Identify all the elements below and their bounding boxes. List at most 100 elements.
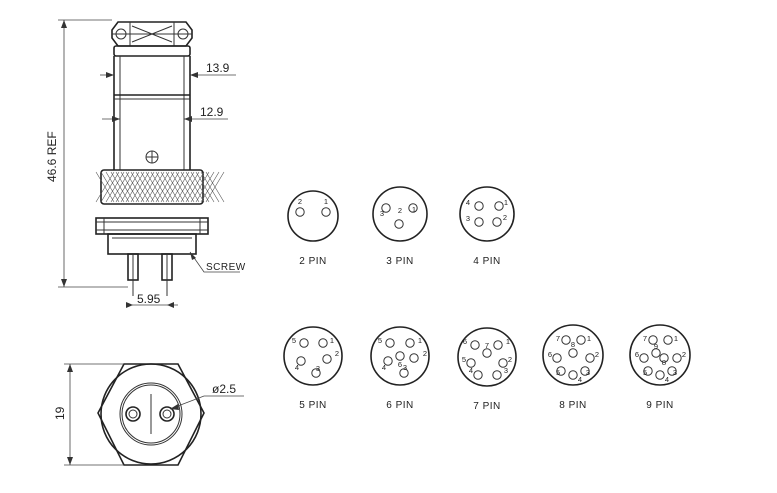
pin-layout-label: 9 PIN — [646, 400, 674, 411]
pin-number: 5 — [378, 336, 382, 345]
pin-number: 3 — [586, 368, 590, 377]
pin-layout-outline — [372, 186, 428, 242]
pin-layout-outline — [459, 186, 515, 242]
pin-hole — [498, 358, 508, 368]
dim-arrow — [190, 252, 196, 260]
pin-number: 5 — [643, 368, 647, 377]
insulator-outer — [119, 382, 183, 446]
dim-arrow — [67, 364, 73, 372]
pin-hole — [405, 338, 415, 348]
dim-arrow — [106, 72, 114, 78]
pin-hole — [385, 338, 395, 348]
knurl-line — [130, 171, 150, 203]
pin-number: 3 — [673, 368, 677, 377]
knurl-line — [165, 171, 185, 203]
front-pin-hole — [128, 409, 138, 419]
pin-number: 5 — [462, 355, 466, 364]
insulator-inner — [121, 384, 181, 444]
pin-hole — [321, 207, 331, 217]
knurl-line — [190, 171, 210, 203]
pin-hole — [482, 348, 492, 358]
screw-label: SCREW — [206, 262, 246, 273]
pin-layout-label: 7 PIN — [473, 401, 501, 412]
dim-arrow — [190, 72, 198, 78]
front-flange-circle — [100, 363, 202, 465]
knurl-pattern — [95, 171, 225, 203]
front-pin-hole — [162, 409, 172, 419]
dim-12-9-label: 12.9 — [200, 105, 224, 119]
pin-hole — [494, 201, 504, 211]
pin-number: 1 — [418, 336, 422, 345]
pin-layout-label: 6 PIN — [386, 400, 414, 411]
pin-hole — [295, 207, 305, 217]
pin-hole — [296, 356, 306, 366]
pin-number: 6 — [398, 360, 402, 369]
pin-number: 1 — [674, 334, 678, 343]
side-view: 13.9 12.9 46.6 REF SCREW 5.95 — [45, 19, 246, 308]
dim-arrow — [184, 116, 192, 122]
pin-hole — [585, 353, 595, 363]
knurl-line — [180, 171, 200, 203]
knurl-line — [205, 171, 225, 203]
pin-hole — [408, 203, 418, 213]
nut-facet-line — [131, 33, 173, 43]
pin-layout-outline — [457, 327, 517, 387]
pin-hole — [663, 335, 673, 345]
knurl-line — [195, 171, 215, 203]
pin-number: 3 — [504, 366, 508, 375]
pin-number: 2 — [595, 350, 599, 359]
pin-number: 2 — [508, 355, 512, 364]
pin-number: 1 — [330, 336, 334, 345]
dim-arrow — [167, 302, 174, 308]
pin-number: 7 — [485, 341, 489, 350]
pin-number: 4 — [665, 375, 669, 384]
pin-number: 4 — [382, 363, 386, 372]
pin-number: 6 — [635, 350, 639, 359]
knurl-line — [125, 171, 145, 203]
pin-number: 5 — [556, 368, 560, 377]
pin-hole — [655, 370, 665, 380]
pin-number: 7 — [556, 334, 560, 343]
pin-number: 2 — [682, 350, 686, 359]
dim-13-9-label: 13.9 — [206, 61, 230, 75]
pin-hole — [659, 353, 669, 363]
pin-layout-label: 8 PIN — [559, 400, 587, 411]
pin-layout-label: 5 PIN — [299, 400, 327, 411]
pin-number: 6 — [463, 337, 467, 346]
dim-arrow — [67, 457, 73, 465]
pin-hole — [493, 340, 503, 350]
pin-hole — [492, 370, 502, 380]
pin-hole — [399, 368, 409, 378]
pin-layout-outline — [287, 190, 339, 242]
pin-hole — [648, 335, 658, 345]
pin-number: 3 — [403, 363, 407, 372]
pin-layout-outline — [542, 324, 604, 386]
pin-number: 1 — [412, 205, 416, 214]
pin-hole — [383, 356, 393, 366]
dim-arrow — [61, 279, 67, 287]
pin-number: 4 — [578, 375, 582, 384]
pin-number: 4 — [469, 366, 473, 375]
knurled-ring — [100, 169, 204, 205]
pin-hole — [568, 348, 578, 358]
pin-number: 1 — [506, 337, 510, 346]
front-view: 19 ø2.5 — [53, 363, 244, 466]
pin-layout-outline — [283, 326, 343, 386]
pin-number: 6 — [548, 350, 552, 359]
knurl-line — [185, 171, 205, 203]
pin-hole — [672, 353, 682, 363]
pin-hole — [394, 219, 404, 229]
pin-hole — [639, 353, 649, 363]
knurl-line — [200, 171, 220, 203]
panel-flange — [95, 217, 209, 235]
front-pin-hole — [159, 406, 175, 422]
pin-number: 9 — [654, 342, 658, 351]
pin-hole — [299, 338, 309, 348]
pin-number: 1 — [504, 198, 508, 207]
pin-hole — [409, 353, 419, 363]
pin-number: 2 — [423, 349, 427, 358]
